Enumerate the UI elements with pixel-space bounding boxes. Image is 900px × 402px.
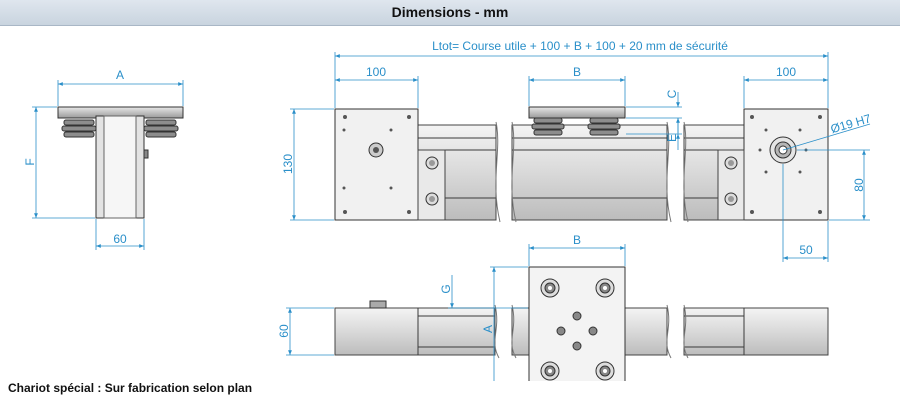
side-view: A F 60: [23, 68, 184, 250]
front-view: Ltot= Course utile + 100 + B + 100 + 20 …: [281, 39, 873, 262]
dim-front-right: 100: [776, 65, 796, 79]
footer-note: Chariot spécial : Sur fabrication selon …: [8, 381, 253, 395]
side-wheels-right: [143, 119, 179, 138]
dim-top-B: B: [573, 233, 581, 247]
top-view: B G A 60: [277, 233, 829, 381]
dim-bore: Ø19 H7: [829, 111, 873, 136]
dim-front-left: 100: [366, 65, 386, 79]
front-carriage-wheels: [531, 117, 621, 136]
dim-front-C: C: [665, 89, 679, 98]
dim-bore-vertical: 80: [852, 178, 866, 192]
top-mounting-holes: [556, 311, 598, 351]
top-rail-left: [334, 307, 496, 356]
dim-ltot: Ltot= Course utile + 100 + B + 100 + 20 …: [432, 39, 728, 53]
top-rail-right: [683, 307, 829, 356]
dim-top-A: A: [481, 325, 495, 333]
technical-drawing: A F 60: [23, 39, 873, 381]
dim-bore-horizontal: 50: [799, 243, 813, 257]
dim-front-height: 130: [281, 154, 295, 174]
front-end-plate-right: [743, 108, 829, 221]
dim-front-B: B: [573, 65, 581, 79]
dim-top-height: 60: [277, 324, 291, 338]
dim-side-width: 60: [113, 232, 127, 246]
dim-side-A: A: [116, 68, 124, 82]
page-title: Dimensions - mm: [391, 4, 509, 20]
front-carriage-plate: [528, 106, 626, 119]
dim-side-F: F: [23, 158, 37, 165]
side-rail-core: [103, 115, 137, 219]
front-end-plate-left: [334, 108, 419, 221]
header-bar: Dimensions - mm: [0, 0, 900, 26]
front-rail-middle: [511, 124, 668, 221]
side-wheels-left: [61, 119, 97, 138]
dim-front-E: E: [665, 134, 679, 142]
dim-top-G: G: [439, 284, 453, 293]
top-wheel-icons: [540, 278, 615, 381]
